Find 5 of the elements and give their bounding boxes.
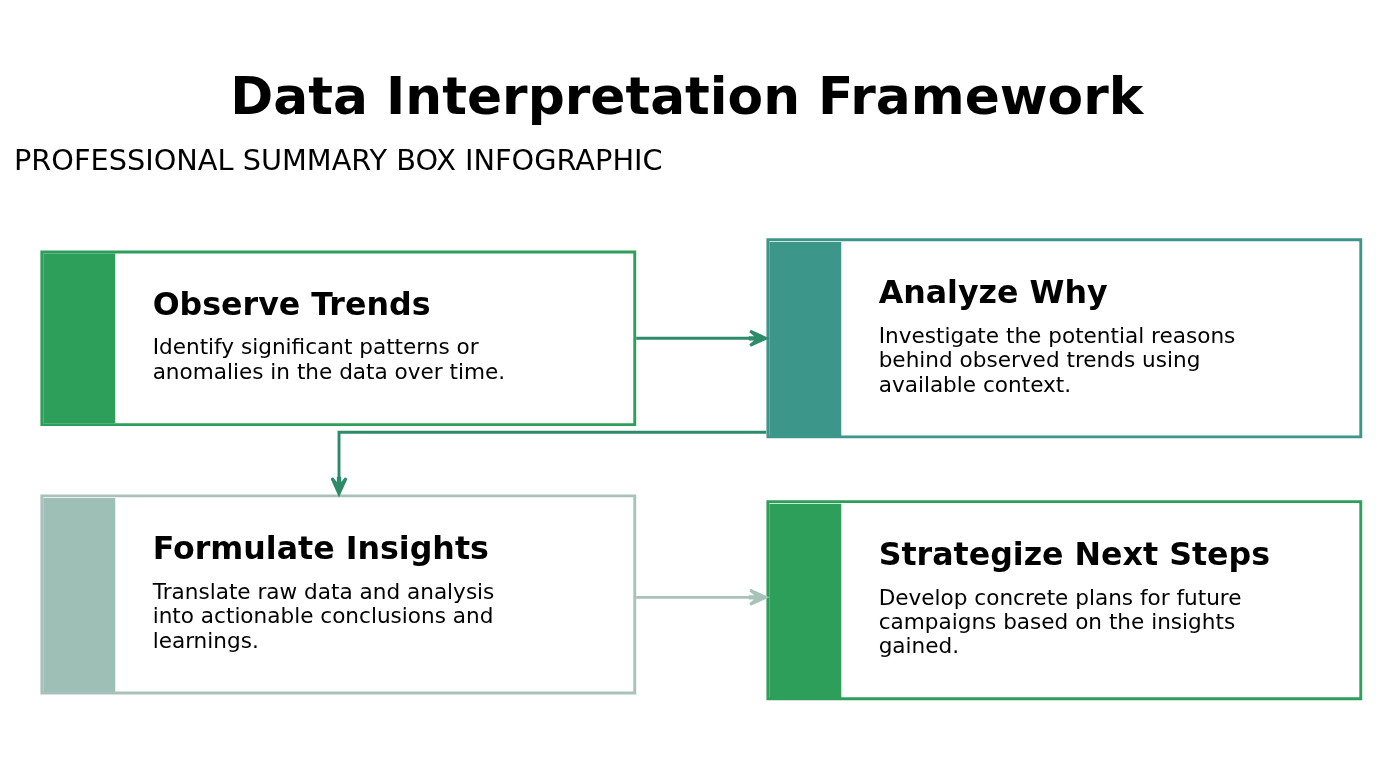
diagram-title: Data Interpretation Framework xyxy=(230,65,1144,126)
arrow xyxy=(636,329,768,347)
arrow xyxy=(636,588,768,606)
arrow xyxy=(330,430,767,496)
label: PROFESSIONAL SUMMARY BOX INFOGRAPHIC xyxy=(13,142,663,177)
